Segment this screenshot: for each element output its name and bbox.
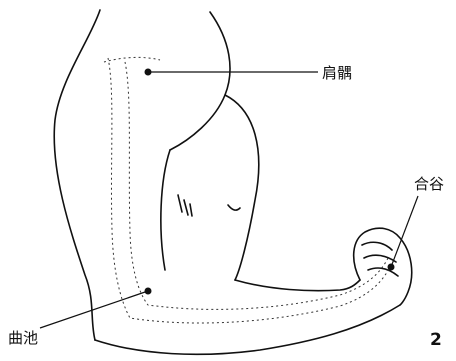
quchi-leader-line bbox=[40, 291, 148, 328]
shoulder-curve bbox=[170, 12, 230, 150]
armpit-detail bbox=[178, 195, 192, 216]
jianyu-label: 肩髃 bbox=[322, 66, 352, 81]
hegu-leader-line bbox=[391, 196, 418, 267]
elbow-crease bbox=[228, 205, 240, 210]
shoulder-dots bbox=[104, 57, 160, 62]
inner-elbow-line bbox=[161, 150, 170, 270]
finger-line-1 bbox=[362, 242, 392, 250]
forearm-bottom bbox=[95, 305, 400, 354]
finger-line-2 bbox=[364, 255, 396, 262]
biceps-outline bbox=[225, 95, 259, 280]
quchi-label: 曲池 bbox=[8, 331, 38, 346]
meridian-path-inner bbox=[125, 62, 388, 309]
upper-arm-outline bbox=[54, 10, 100, 340]
forearm-top bbox=[235, 280, 360, 291]
figure-number: 2 bbox=[430, 332, 442, 349]
hegu-label: 合谷 bbox=[414, 177, 444, 192]
